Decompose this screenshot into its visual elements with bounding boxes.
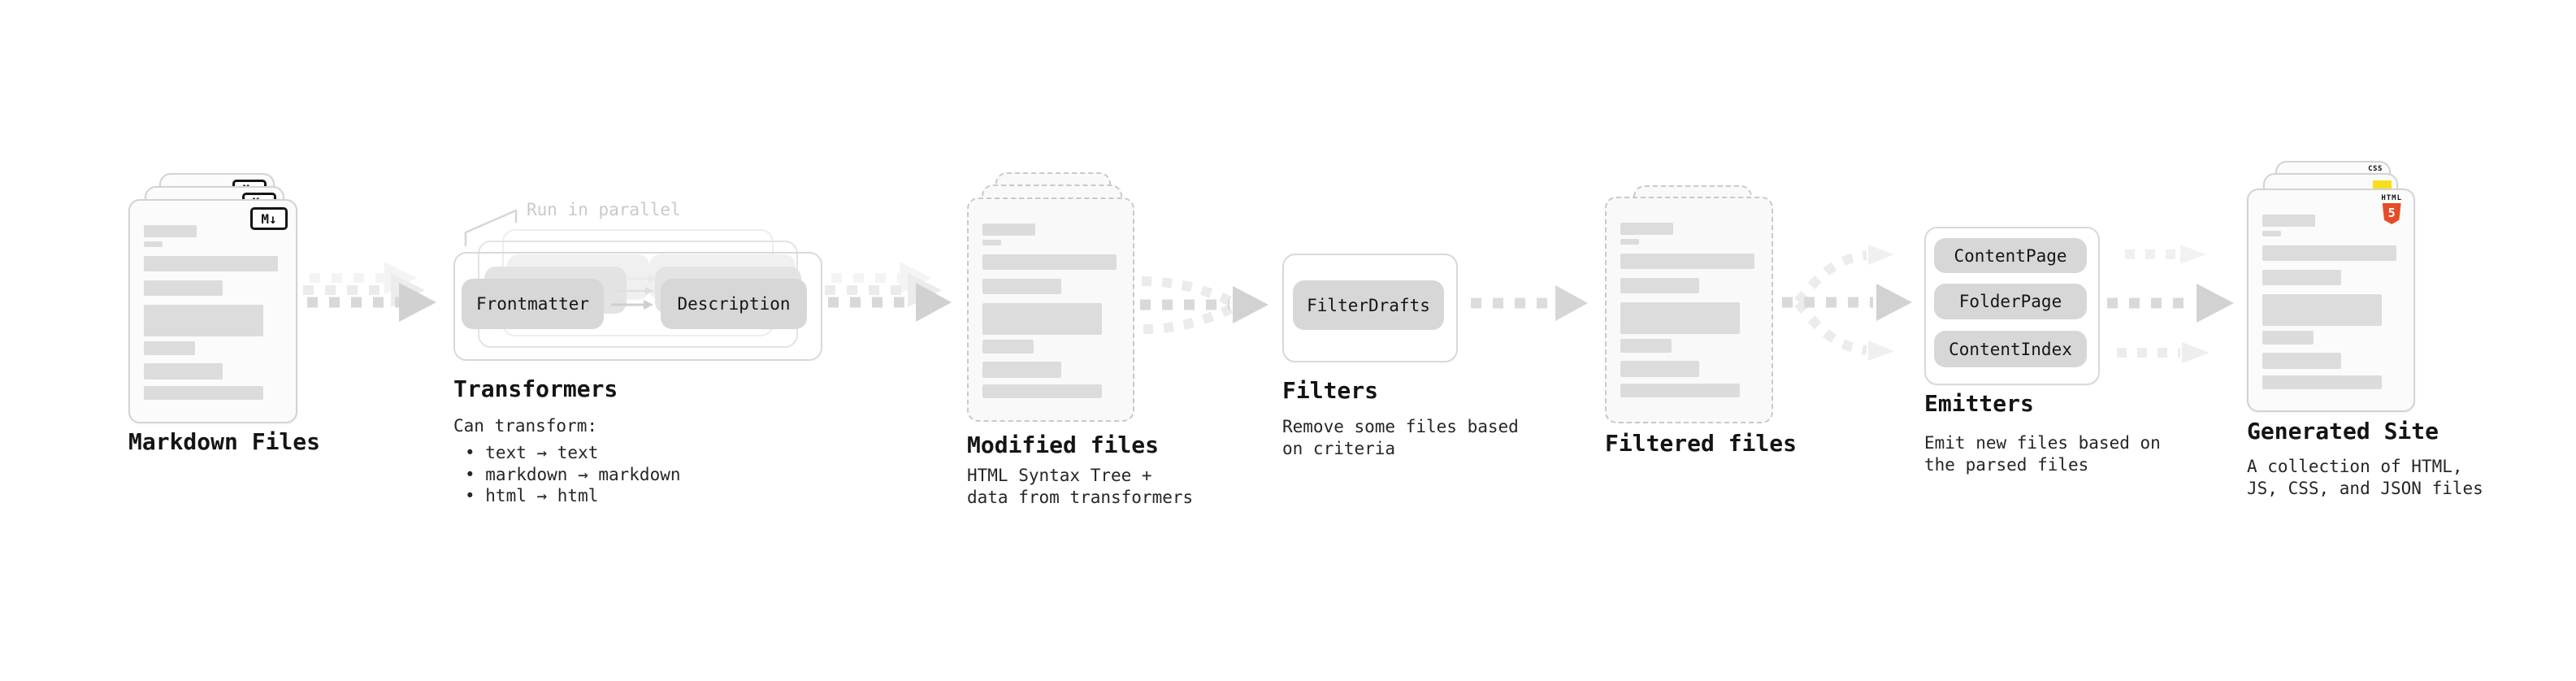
generated-site-subtitle: A collection of HTML, JS, CSS, and JSON …: [2247, 456, 2483, 500]
subtitle-line: JS, CSS, and JSON files: [2247, 479, 2483, 498]
transformers-capabilities-list: • text → text • markdown → markdown • ht…: [465, 442, 681, 507]
text-placeholder-bar: [1620, 239, 1639, 245]
list-item: • html → html: [465, 486, 599, 505]
text-placeholder-bar: [144, 256, 278, 271]
filterdrafts-pill: FilterDrafts: [1293, 280, 1444, 330]
subtitle-line: data from transformers: [967, 488, 1194, 507]
text-placeholder-bar: [144, 241, 163, 247]
text-placeholder-bar: [1620, 384, 1740, 397]
text-placeholder-bar: [144, 225, 197, 237]
text-placeholder-bar: [982, 240, 1001, 245]
stage-label-modified-files: Modified files: [967, 432, 1160, 458]
text-placeholder-bar: [1620, 254, 1754, 269]
text-placeholder-bar: [144, 386, 263, 400]
text-placeholder-bar: [144, 363, 223, 380]
modified-files-subtitle: HTML Syntax Tree + data from transformer…: [967, 465, 1193, 509]
css-label: CSS: [2368, 165, 2383, 173]
emitters-subtitle: Emit new files based on the parsed files: [1924, 432, 2161, 476]
annotation-leader-line: [464, 209, 518, 246]
subtitle-line: Remove some files based: [1282, 417, 1519, 436]
text-placeholder-bar: [2262, 231, 2281, 236]
text-placeholder-bar: [2262, 353, 2341, 369]
html5-digit: 5: [2387, 206, 2396, 220]
text-placeholder-bar: [982, 279, 1061, 294]
text-placeholder-bar: [2262, 215, 2315, 227]
text-placeholder-bar: [982, 254, 1117, 270]
subtitle-line: the parsed files: [1924, 455, 2089, 475]
file-card-front: [967, 197, 1134, 422]
text-placeholder-bar: [2262, 245, 2396, 261]
text-placeholder-bar: [2262, 331, 2314, 345]
subtitle-line: A collection of HTML,: [2247, 457, 2463, 476]
text-placeholder-bar: [1620, 223, 1673, 235]
stage-label-filters: Filters: [1282, 377, 1379, 404]
stage-label-transformers: Transformers: [453, 375, 618, 402]
text-placeholder-bar: [982, 362, 1061, 378]
text-placeholder-bar: [982, 303, 1102, 335]
file-card-front: M↓: [128, 199, 297, 423]
text-placeholder-bar: [1620, 302, 1740, 334]
description-pill: Description: [661, 279, 807, 329]
stage-label-emitters: Emitters: [1924, 390, 2034, 417]
file-content-placeholder: [969, 199, 1133, 420]
pill-connector-arrows: [611, 275, 657, 310]
flow-arrow-triple: [2107, 245, 2234, 363]
text-placeholder-bar: [1620, 361, 1699, 377]
text-placeholder-bar: [2262, 375, 2382, 389]
stage-label-filtered-files: Filtered files: [1605, 430, 1798, 457]
html5-label: HTML: [2381, 194, 2402, 202]
list-item: • text → text: [465, 443, 599, 462]
text-placeholder-bar: [1620, 339, 1672, 353]
markdown-icon: M↓: [250, 207, 288, 230]
frontmatter-pill: Frontmatter: [462, 279, 604, 329]
text-placeholder-bar: [144, 305, 263, 336]
file-content-placeholder: [2249, 190, 2413, 410]
flow-arrow-multi-1: [303, 262, 436, 322]
flow-arrow-converge: [1140, 276, 1268, 334]
flow-arrow-simple: [1471, 285, 1588, 321]
html5-shield: 5: [2382, 203, 2401, 224]
subtitle-line: on criteria: [1282, 439, 1396, 458]
list-item: • markdown → markdown: [465, 464, 681, 484]
contentindex-pill: ContentIndex: [1934, 331, 2087, 367]
flow-arrow-diverge: [1782, 245, 1912, 361]
folderpage-pill: FolderPage: [1934, 284, 2087, 319]
subtitle-line: Emit new files based on: [1924, 433, 2161, 453]
text-placeholder-bar: [144, 280, 223, 296]
file-card-front: HTML 5: [2247, 189, 2415, 412]
stage-label-markdown-files: Markdown Files: [128, 428, 321, 455]
file-content-placeholder: [130, 201, 296, 422]
subtitle-line: HTML Syntax Tree +: [967, 466, 1152, 485]
text-placeholder-bar: [2262, 294, 2382, 326]
text-placeholder-bar: [982, 384, 1102, 398]
stage-label-generated-site: Generated Site: [2247, 418, 2439, 445]
transformer-frame-front: [453, 252, 822, 361]
file-card-front: [1605, 197, 1773, 423]
text-placeholder-bar: [982, 340, 1034, 354]
contentpage-pill: ContentPage: [1934, 238, 2087, 273]
text-placeholder-bar: [1620, 278, 1699, 293]
transformers-intro: Can transform:: [453, 416, 598, 436]
javascript-icon: [2373, 180, 2392, 189]
text-placeholder-bar: [2262, 270, 2341, 285]
run-in-parallel-note: Run in parallel: [527, 200, 681, 219]
html5-icon: HTML 5: [2381, 195, 2402, 224]
file-content-placeholder: [1607, 198, 1772, 422]
text-placeholder-bar: [144, 341, 195, 355]
filters-subtitle: Remove some files based on criteria: [1282, 416, 1519, 460]
text-placeholder-bar: [982, 223, 1035, 236]
flow-arrow-multi-2: [825, 262, 952, 322]
